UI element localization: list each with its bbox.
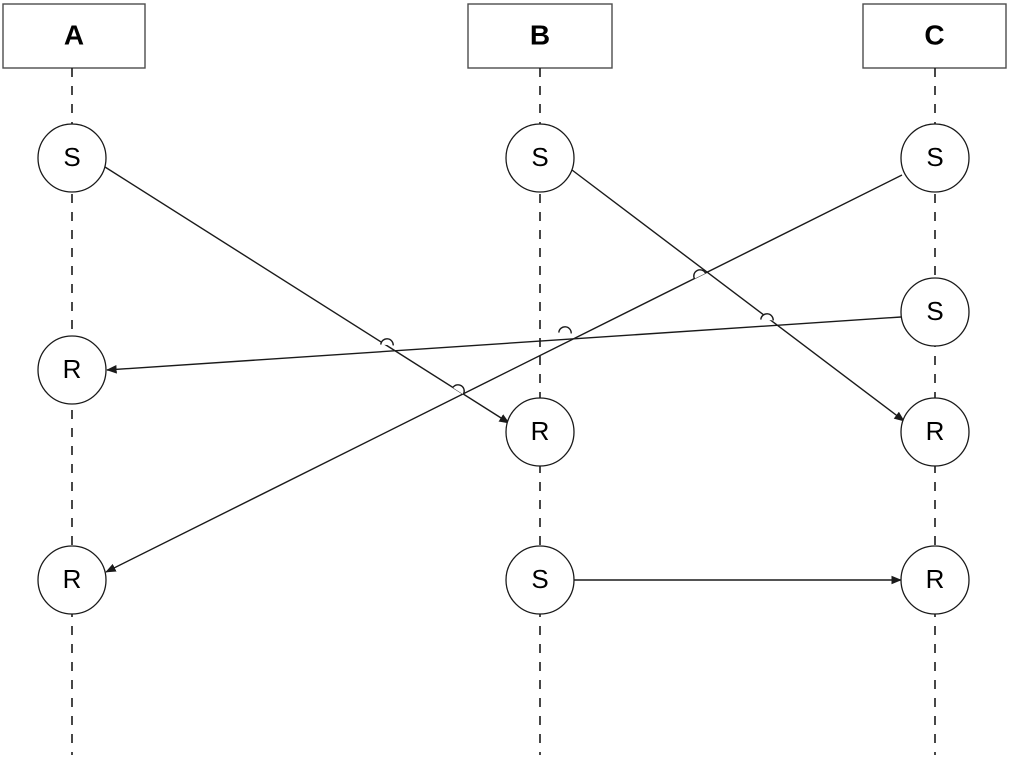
receive-event-circle[interactable]	[505, 397, 575, 467]
send-event-circle[interactable]	[900, 277, 970, 347]
event-node-a-s-1[interactable]: S	[37, 123, 107, 193]
lifeline-label-c: C	[924, 19, 944, 50]
event-label-c-s-1: S	[926, 142, 943, 172]
event-node-a-r-1[interactable]: R	[37, 335, 107, 405]
event-node-c-r-2[interactable]: R	[900, 545, 970, 615]
receive-event-circle[interactable]	[37, 335, 107, 405]
event-node-c-s-1[interactable]: S	[900, 123, 970, 193]
message-arrow-a-s-1-to-b-r-1[interactable]	[104, 166, 510, 424]
event-node-b-s-1[interactable]: S	[505, 123, 575, 193]
receive-event-circle[interactable]	[900, 397, 970, 467]
lifeline-label-a: A	[64, 19, 84, 50]
line-jumps-layer	[380, 269, 774, 395]
event-label-b-s-2: S	[531, 564, 548, 594]
event-label-c-s-2: S	[926, 296, 943, 326]
event-node-a-r-2[interactable]: R	[37, 545, 107, 615]
event-label-b-s-1: S	[531, 142, 548, 172]
event-label-a-s-1: S	[63, 142, 80, 172]
event-node-c-s-2[interactable]: S	[900, 277, 970, 347]
line-jump-x1	[760, 313, 774, 321]
line-jump-x4	[693, 269, 707, 280]
messages-layer	[104, 166, 905, 585]
lifelines-layer: A B C	[2, 3, 1007, 755]
line-jump-x2	[558, 326, 572, 334]
event-node-b-s-2[interactable]: S	[505, 545, 575, 615]
lifeline-box-a[interactable]	[2, 3, 146, 69]
message-arrow-c-s-1-to-a-r-2[interactable]	[105, 174, 903, 573]
message-arrow-b-s-1-to-c-r-1[interactable]	[571, 169, 905, 422]
lifeline-box-c[interactable]	[862, 3, 1007, 69]
event-node-c-r-1[interactable]: R	[900, 397, 970, 467]
lifeline-label-b: B	[530, 19, 550, 50]
send-event-circle[interactable]	[900, 123, 970, 193]
event-node-b-r-1[interactable]: R	[505, 397, 575, 467]
lifeline-b[interactable]: B	[467, 3, 613, 755]
send-event-circle[interactable]	[37, 123, 107, 193]
line-jump-x5	[452, 384, 465, 395]
receive-event-circle[interactable]	[37, 545, 107, 615]
send-event-circle[interactable]	[505, 123, 575, 193]
lifeline-box-b[interactable]	[467, 3, 613, 69]
event-label-a-r-1: R	[63, 354, 82, 384]
receive-event-circle[interactable]	[900, 545, 970, 615]
event-label-c-r-1: R	[926, 416, 945, 446]
line-jump-x3	[380, 338, 394, 346]
lifeline-c[interactable]: C	[862, 3, 1007, 755]
events-layer: S R R S R S S S R R	[37, 123, 970, 615]
send-event-circle[interactable]	[505, 545, 575, 615]
event-label-c-r-2: R	[926, 564, 945, 594]
event-label-b-r-1: R	[531, 416, 550, 446]
event-label-a-r-2: R	[63, 564, 82, 594]
message-arrow-c-s-2-to-a-r-1[interactable]	[106, 316, 902, 374]
